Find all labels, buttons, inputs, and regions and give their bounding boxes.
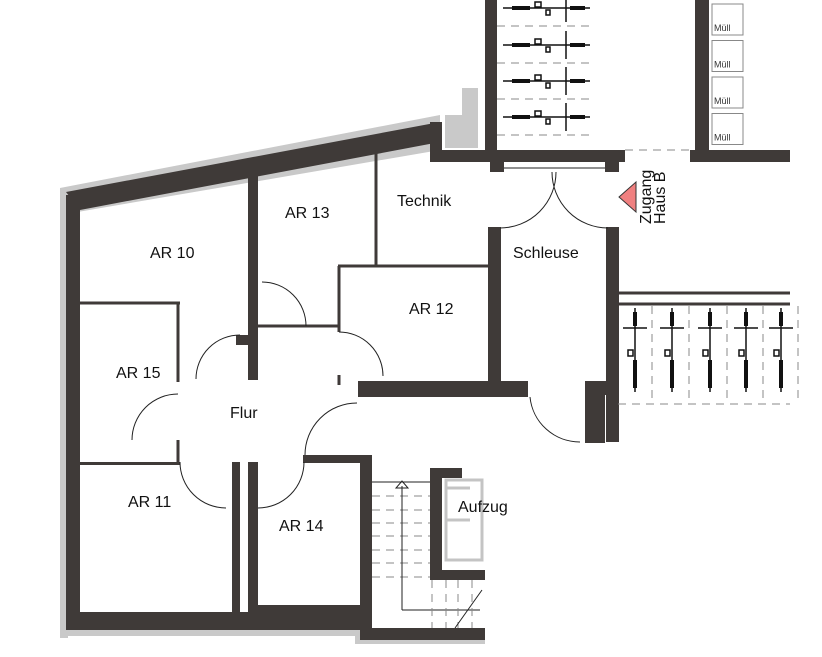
waste-bin-label: Müll [714, 60, 731, 70]
room-label-flur: Flur [230, 405, 258, 422]
room-label-ar11: AR 11 [128, 494, 171, 511]
bicycle-icon [503, 31, 590, 59]
bicycle-icon [623, 308, 647, 392]
waste-bin-label: Müll [714, 23, 731, 33]
room-label-ar15: AR 15 [116, 365, 161, 382]
waste-bin: Müll [711, 3, 744, 36]
bicycle-icon [503, 103, 590, 131]
waste-bin: Müll [711, 40, 744, 72]
bicycle-icon [698, 308, 722, 392]
partition-walls [80, 145, 790, 462]
bicycle-icon [769, 308, 793, 392]
room-label-aufzug: Aufzug [458, 499, 508, 516]
doors [131, 167, 609, 509]
room-label-schleuse: Schleuse [513, 245, 579, 262]
bicycle-parking-top [497, 0, 592, 136]
bicycle-icon [660, 308, 684, 392]
room-label-ar12: AR 12 [409, 301, 454, 318]
waste-bin: Müll [711, 76, 744, 109]
bicycle-icon [503, 0, 590, 22]
room-label-ar13: AR 13 [285, 205, 330, 222]
bicycle-icon [734, 308, 758, 392]
room-label-ar14: AR 14 [279, 518, 324, 535]
entrance-label-line1: Zugang [638, 170, 655, 224]
bicycle-icon [503, 67, 590, 95]
staircase [372, 480, 483, 629]
entrance-label-line2: Haus B [652, 172, 669, 224]
walls [66, 0, 790, 640]
bicycle-parking-right [618, 306, 799, 405]
room-label-ar10: AR 10 [150, 245, 195, 262]
waste-bin-label: Müll [714, 133, 731, 143]
waste-bin: Müll [711, 113, 744, 145]
elevator-shaft [444, 478, 484, 562]
room-label-technik: Technik [397, 193, 452, 210]
waste-bin-label: Müll [714, 96, 731, 106]
entrance-marker-icon [618, 180, 637, 214]
